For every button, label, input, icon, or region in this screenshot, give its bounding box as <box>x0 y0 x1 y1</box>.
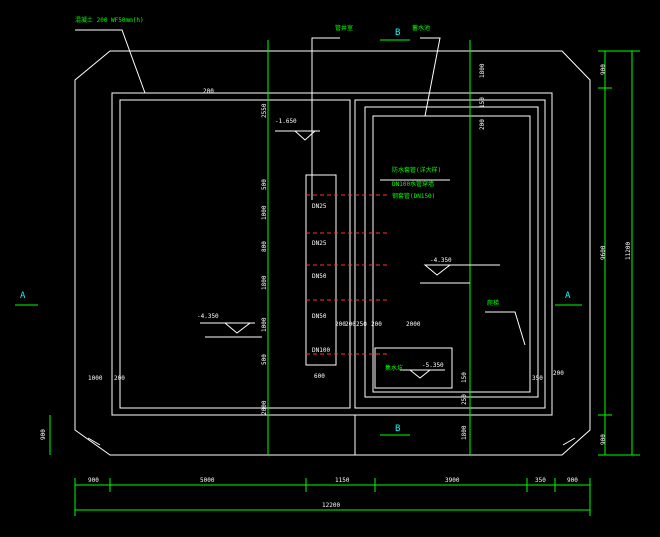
leader-ladder <box>485 311 526 346</box>
dim-c1: 500 <box>261 179 268 190</box>
dim-total-bottom: 12200 <box>322 502 340 509</box>
dim-left-200: 200 <box>114 375 125 382</box>
dim-r-total: 11200 <box>625 242 632 260</box>
section-b-top: B <box>395 28 400 38</box>
corner-mark-right <box>562 437 576 446</box>
elev-4: -5.350 <box>422 362 444 369</box>
label-sump: 集水坑 <box>385 364 403 372</box>
section-a-right: A <box>565 291 571 301</box>
sump-box <box>374 347 453 389</box>
dim-ir1: 1800 <box>479 63 486 78</box>
leader-pipe <box>311 37 340 200</box>
pipe-label-4: DN50 <box>312 313 327 320</box>
dim-b2: 5000 <box>200 477 215 484</box>
pipe-label-3: DN50 <box>312 273 327 280</box>
dim-c4: 1800 <box>261 275 268 290</box>
dim-c7: 2000 <box>261 400 268 415</box>
pipe-label-5: DN100 <box>312 347 330 354</box>
dim-ticks-right <box>598 50 640 456</box>
label-tank: 蓄水池 <box>412 24 430 32</box>
elev-3: -4.350 <box>197 313 219 320</box>
dim-m4: 200 <box>371 321 382 328</box>
dim-c5: 1000 <box>261 317 268 332</box>
elev-mark-2 <box>423 264 452 276</box>
elev-1: -1.650 <box>275 118 297 125</box>
label-wall: 混凝土 200 WF50mm(h) <box>75 16 144 24</box>
dim-top-200: 200 <box>203 88 214 95</box>
right-chamber-inner <box>372 115 531 393</box>
dim-c2: 1000 <box>261 205 268 220</box>
dim-left-900: 900 <box>40 429 47 440</box>
label-note-1: 防水套管(详大样) <box>392 166 441 174</box>
dim-ir2: 150 <box>479 97 486 108</box>
dim-c8: 2550 <box>261 103 268 118</box>
dim-ir3: 200 <box>479 119 486 130</box>
section-a-left: A <box>20 291 26 301</box>
dim-b5: 350 <box>535 477 546 484</box>
pipe-column <box>305 174 337 366</box>
dim-left-1000: 1000 <box>88 375 103 382</box>
section-b-bottom: B <box>395 424 400 434</box>
right-chamber-outer <box>354 99 546 409</box>
pipe-label-2: DN25 <box>312 240 327 247</box>
label-ladder: 爬梯 <box>487 299 499 307</box>
dim-m5: 2000 <box>406 321 421 328</box>
dim-m1: 200 <box>335 321 346 328</box>
dim-ticks-bottom <box>74 478 591 516</box>
dim-c3: 800 <box>261 241 268 252</box>
leader-wall <box>75 29 146 94</box>
pipe-label-1: DN25 <box>312 203 327 210</box>
dim-c6: 500 <box>261 354 268 365</box>
dim-side-200: 200 <box>553 370 564 377</box>
elev-mark-3 <box>223 322 252 334</box>
dim-b3: 1150 <box>335 477 350 484</box>
right-chamber-mid <box>364 106 539 398</box>
dim-r2: 9600 <box>600 245 607 260</box>
dim-ir5: 250 <box>461 394 468 405</box>
dim-b1: 900 <box>88 477 99 484</box>
inner-frame <box>111 92 553 416</box>
dim-r1: 900 <box>600 64 607 75</box>
dim-m2: 200 <box>345 321 356 328</box>
left-chamber <box>119 99 351 409</box>
dim-pipe-col: 600 <box>314 373 325 380</box>
label-pipe-well: 管井室 <box>335 24 353 32</box>
dim-b4: 3900 <box>445 477 460 484</box>
label-note-2: DN100水管穿墙 <box>392 180 434 188</box>
dim-m3: 250 <box>356 321 367 328</box>
dim-r3: 900 <box>600 434 607 445</box>
label-note-3: 钢套管(DN150) <box>392 192 435 200</box>
dim-ir6: 1800 <box>461 425 468 440</box>
dim-side-250: 350 <box>532 375 543 382</box>
corner-mark-left <box>87 437 101 446</box>
elev-2: -4.350 <box>430 257 452 264</box>
leader-tank <box>420 37 441 117</box>
dim-ir4: 150 <box>461 372 468 383</box>
elev-mark-4 <box>408 369 432 379</box>
dim-b6: 900 <box>567 477 578 484</box>
outer-wall <box>74 50 591 456</box>
